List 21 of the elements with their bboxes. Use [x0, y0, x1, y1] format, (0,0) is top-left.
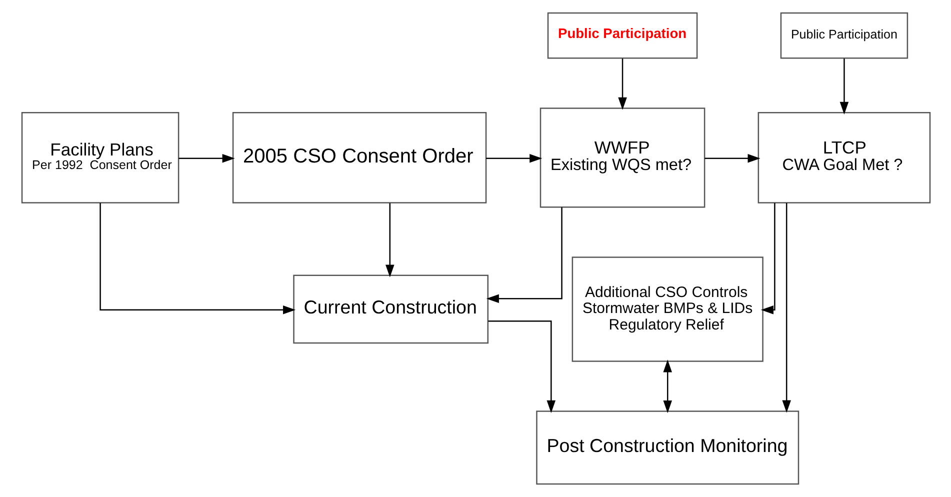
arrow: [488, 320, 556, 413]
node-box: Current Construction: [292, 274, 488, 344]
arrow: [662, 360, 672, 414]
node-box: Facility Plans Per 1992 Consent Order: [20, 112, 179, 204]
arrow: [99, 202, 296, 314]
arrow: [760, 202, 775, 314]
arrow: [839, 58, 848, 114]
node-box: LTCP CWA Goal Met ?: [757, 112, 930, 204]
arrow: [618, 58, 626, 110]
node-box: Public Participation: [546, 12, 698, 59]
node-box: Additional CSO Controls Stormwater BMPs & LIDs Regulatory Relief: [571, 256, 763, 362]
arrow: [486, 154, 542, 163]
arrow: [782, 203, 790, 413]
node-box: Post Construction Monitoring: [536, 410, 799, 485]
node-box: 2005 CSO Consent Order: [232, 112, 486, 204]
node-box: WWFP Existing WQS met?: [539, 108, 705, 208]
arrow: [704, 154, 760, 163]
arrow: [178, 154, 234, 163]
arrow: [486, 207, 562, 303]
arrow: [385, 203, 394, 278]
node-box: Public Participation: [780, 12, 908, 59]
